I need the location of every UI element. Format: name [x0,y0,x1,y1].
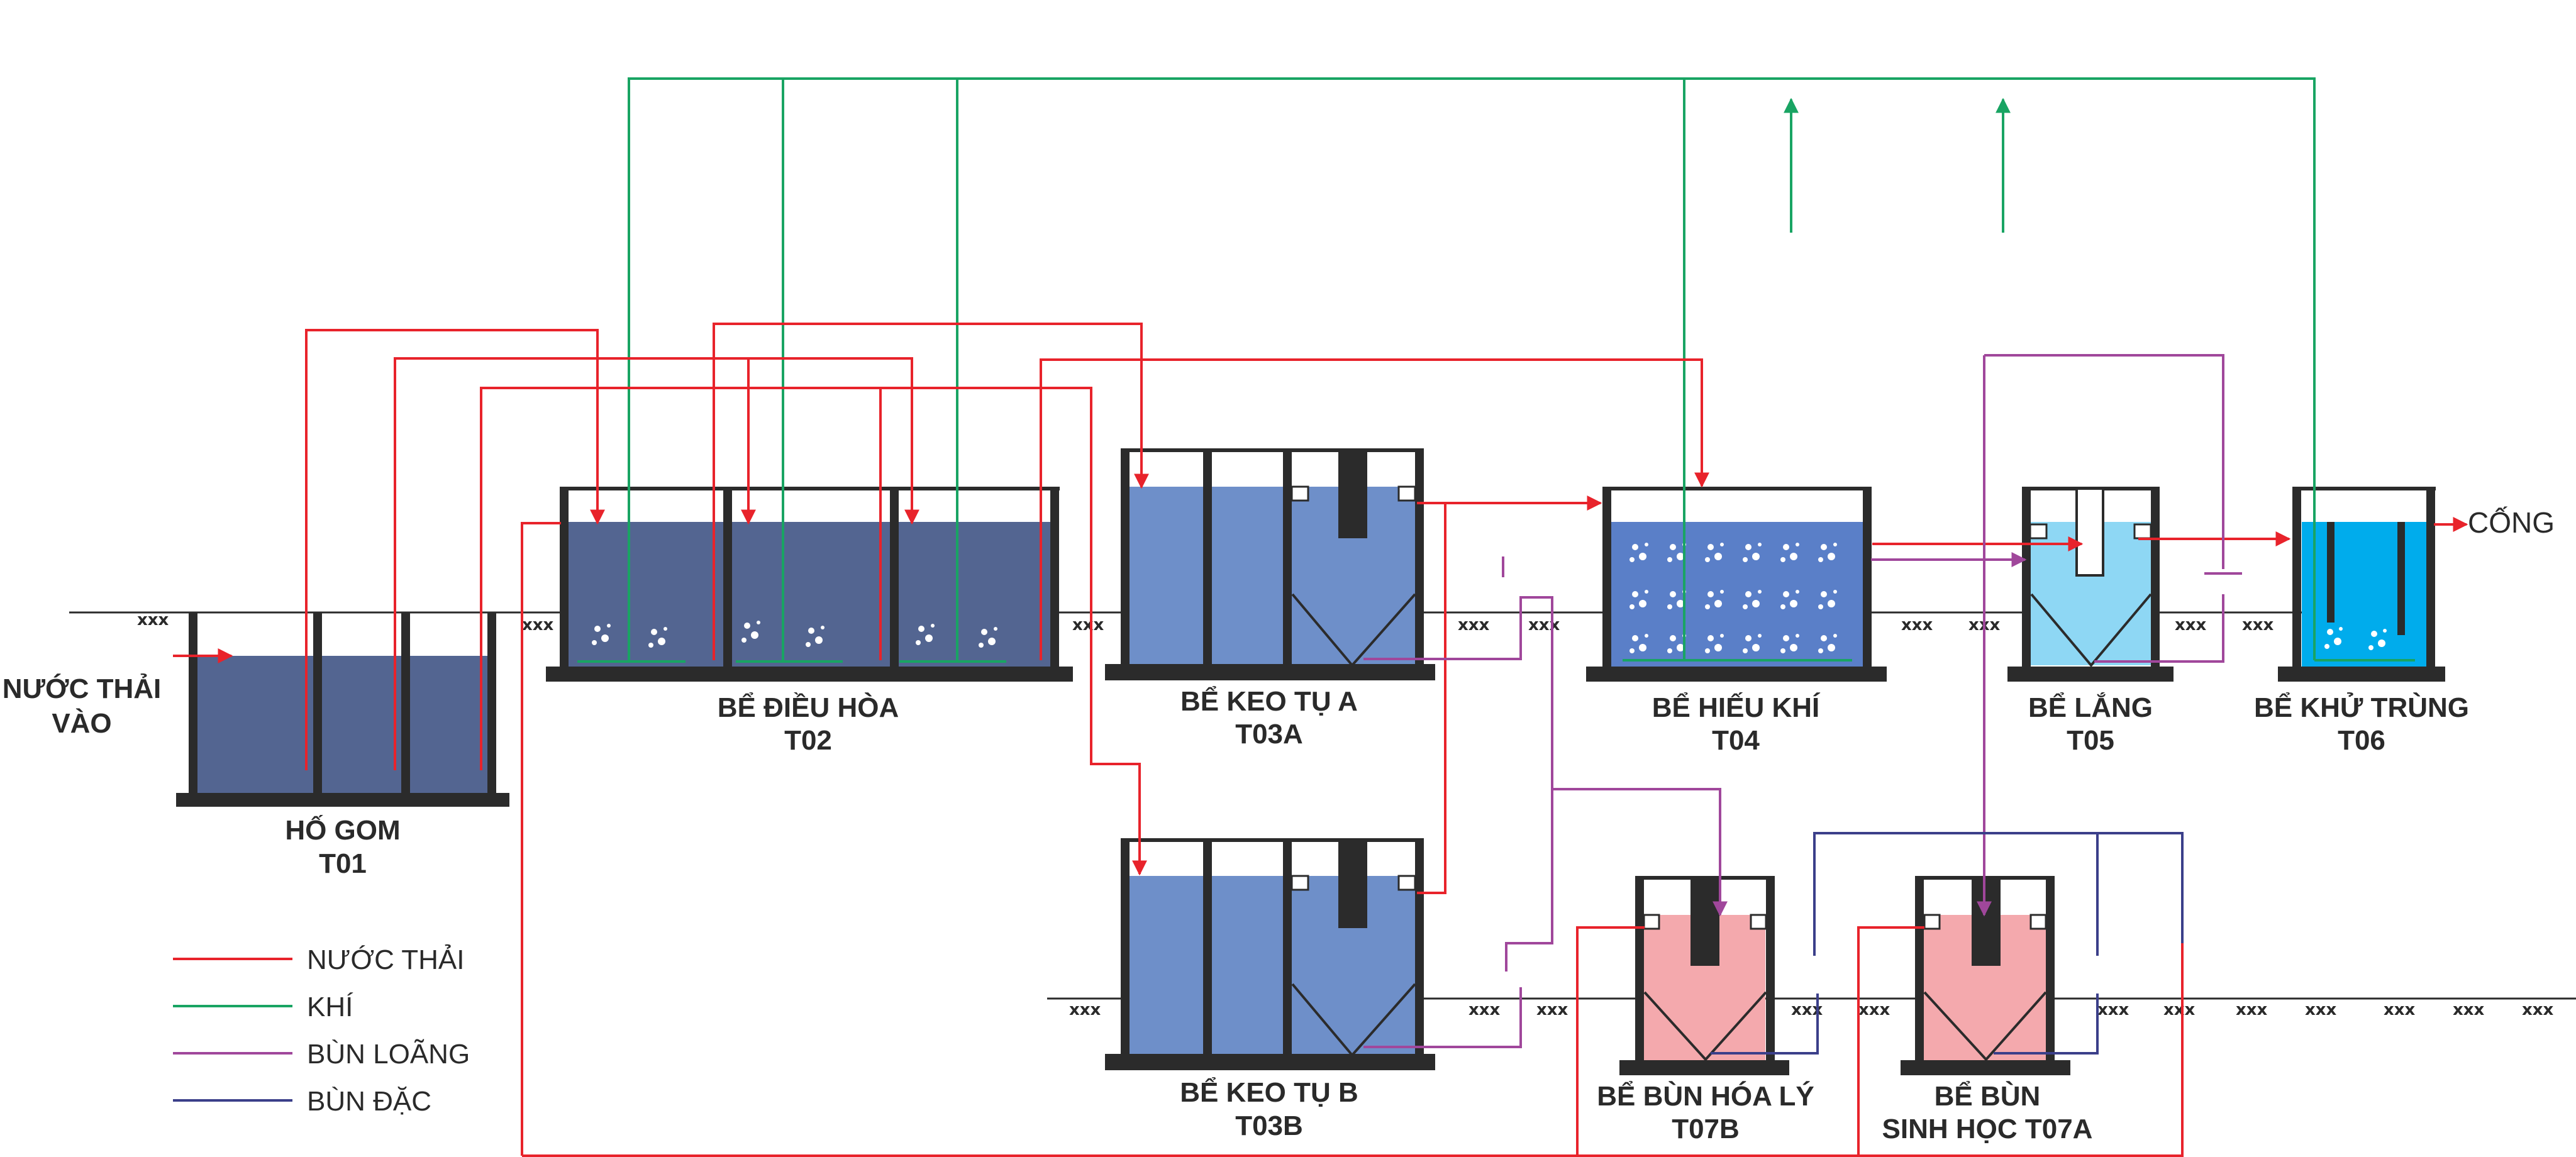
svg-text:xxx: xxx [522,616,554,634]
svg-text:xxx: xxx [1072,616,1104,634]
tank-t07b-chemical-sludge [1619,876,1789,1075]
t05-label-line1: BỂ LẮNG [2028,691,2153,723]
svg-text:xxx: xxx [2305,1000,2337,1019]
tank-t04-aerobic [1586,487,1887,682]
svg-text:xxx: xxx [1069,1000,1101,1019]
svg-text:xxx: xxx [2097,1000,2129,1019]
t01-label-line2: T01 [319,848,367,879]
t05-label-line2: T05 [2067,725,2114,756]
t06-water [2302,522,2426,667]
svg-text:xxx: xxx [1901,616,1933,634]
tank-t05-settling [2007,487,2174,682]
inlet-label-line2: VÀO [52,707,111,739]
svg-text:xxx: xxx [2175,616,2207,634]
ground-hatch-marks: xxx xxx xxx xxx xxx xxx xxx xxx xxx xxx … [137,611,2554,1019]
svg-text:xxx: xxx [2522,1000,2554,1019]
svg-text:xxx: xxx [1458,616,1490,634]
legend-label-wastewater: NƯỚC THẢI [307,944,465,975]
svg-text:xxx: xxx [2242,616,2274,634]
legend-label-air: KHÍ [307,992,353,1022]
svg-text:xxx: xxx [1528,616,1560,634]
tank-t02-equalization [546,487,1073,682]
t03b-label-line2: T03B [1235,1110,1303,1141]
t04-bubbles [1629,543,1837,653]
svg-text:xxx: xxx [2236,1000,2268,1019]
legend-item-air: KHÍ [173,992,353,1022]
thick-sludge-lines [1711,832,2184,1055]
legend-item-thick-sludge: BÙN ĐẶC [173,1086,431,1117]
t03b-water [1129,876,1418,1055]
text-labels: NƯỚC THẢI VÀO CỐNG HỐ GOM T01 BỂ ĐIỀU HÒ… [3,506,2555,1144]
t03b-label-line1: BỂ KEO TỤ B [1180,1076,1358,1108]
tank-t01-collection-pit [176,612,509,807]
t03a-water [1129,487,1418,665]
t02-bubbles [592,621,997,648]
tank-t06-disinfection [2278,487,2445,682]
svg-text:xxx: xxx [2453,1000,2485,1019]
legend-label-thick-sludge: BÙN ĐẶC [307,1086,431,1117]
wastewater-lines [173,323,2468,1157]
inlet-label-line1: NƯỚC THẢI [3,673,161,704]
t07b-label-line1: BỂ BÙN HÓA LÝ [1597,1080,1814,1112]
dilute-sludge-lines [1363,354,2242,1048]
svg-text:xxx: xxx [1536,1000,1568,1019]
legend: NƯỚC THẢI KHÍ BÙN LOÃNG BÙN ĐẶC [173,944,470,1117]
t04-label-line2: T04 [1712,725,1760,756]
t02-label-line2: T02 [784,725,832,756]
svg-text:xxx: xxx [1858,1000,1890,1019]
t01-water [196,656,492,794]
svg-text:xxx: xxx [2163,1000,2196,1019]
tank-t03a-coagulation [1105,448,1435,680]
svg-text:xxx: xxx [137,611,169,629]
t07a-label-line1: BỂ BÙN [1935,1080,2041,1112]
t06-label-line1: BỂ KHỬ TRÙNG [2254,691,2469,723]
svg-text:xxx: xxx [1468,1000,1501,1019]
legend-item-dilute-sludge: BÙN LOÃNG [173,1038,470,1070]
t07a-label-line2: SINH HỌC T07A [1882,1114,2093,1144]
t03a-label-line2: T03A [1235,719,1303,750]
t04-label-line1: BỂ HIẾU KHÍ [1652,691,1821,723]
tank-t03b-coagulation [1105,838,1435,1070]
t06-bubbles [2324,627,2387,650]
t02-label-line1: BỂ ĐIỀU HÒA [718,691,899,723]
t02-water [566,522,1057,668]
t06-label-line2: T06 [2338,725,2385,756]
t03a-label-line1: BỂ KEO TỤ A [1180,685,1358,717]
t07b-label-line2: T07B [1672,1114,1740,1144]
air-lines [628,77,2415,662]
legend-label-dilute-sludge: BÙN LOÃNG [307,1038,470,1070]
outlet-label: CỐNG [2468,506,2555,539]
legend-item-wastewater: NƯỚC THẢI [173,944,465,975]
t01-label-line1: HỐ GOM [285,814,400,846]
svg-text:xxx: xxx [2384,1000,2416,1019]
